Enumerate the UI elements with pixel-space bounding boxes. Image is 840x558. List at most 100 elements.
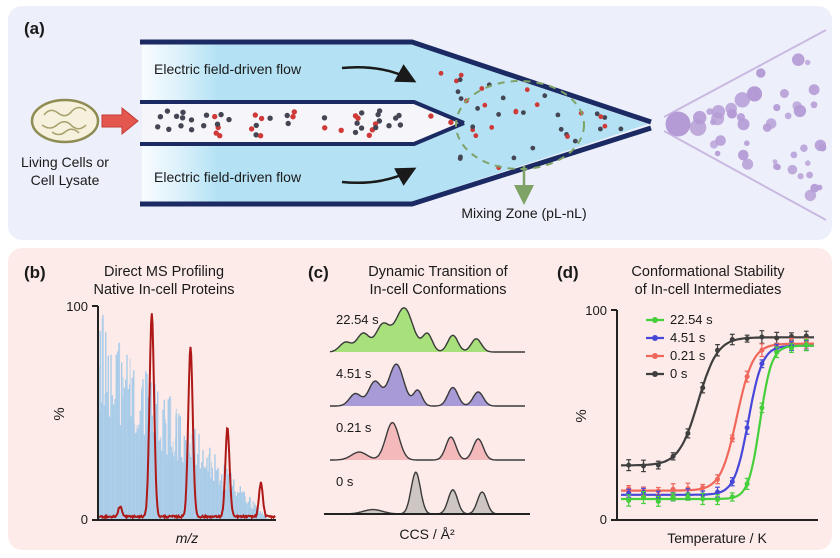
analyte-dot <box>565 134 570 139</box>
analyte-dot <box>376 118 383 124</box>
analyte-dot <box>188 127 195 133</box>
data-point <box>789 334 794 339</box>
data-point <box>700 496 706 502</box>
spray-droplet <box>805 160 811 166</box>
flow-arrow-top-icon <box>341 64 417 83</box>
spray-droplet <box>800 144 808 152</box>
analyte-dot <box>267 115 273 121</box>
analyte-dot <box>188 117 195 123</box>
data-point <box>744 481 750 487</box>
ccs-trace-fill <box>330 472 525 514</box>
analyte-dot <box>448 119 454 126</box>
ms-spectrum-trace <box>98 313 276 521</box>
ccs-trace-fill <box>330 307 525 352</box>
spray-droplet <box>738 149 749 161</box>
analyte-dot <box>511 155 517 161</box>
panel-d-title-line1: Conformational Stability <box>631 264 785 280</box>
panel-b-xlabel: m/z <box>176 530 199 546</box>
analyte-dot <box>358 125 365 131</box>
flow-label-bottom: Electric field-driven flow <box>154 169 302 185</box>
data-point <box>700 385 706 391</box>
mixing-zone-outline <box>455 80 585 170</box>
panel-b-ylabel: % <box>51 407 68 420</box>
analyte-dot <box>284 112 290 119</box>
panel-bcd-canvas: (b) Direct MS Profiling Native In-cell P… <box>24 263 818 546</box>
analyte-dot <box>253 122 259 129</box>
analyte-dot <box>530 145 536 151</box>
analyte-dot <box>534 102 540 108</box>
legend-markers <box>646 317 664 377</box>
analyte-dot <box>572 138 578 144</box>
spray-droplet <box>779 89 789 98</box>
data-point <box>759 405 765 411</box>
spray-droplet <box>787 164 798 175</box>
legend-marker-dot <box>652 371 658 377</box>
analyte-dot <box>373 124 379 131</box>
data-point <box>670 486 676 492</box>
panel-d-ylabel: % <box>573 409 590 422</box>
analyte-dot <box>393 115 399 121</box>
panel-d-label: (d) <box>557 263 579 282</box>
spray-droplet <box>806 171 813 179</box>
panel-c-title-line2: In-cell Conformations <box>370 282 507 298</box>
spray-droplet <box>742 158 754 170</box>
analyte-dot <box>285 120 291 127</box>
sample-channel <box>142 104 460 142</box>
analyte-dot <box>594 111 600 117</box>
analyte-dot <box>496 112 501 117</box>
spray-cone-line-top <box>663 29 827 118</box>
spray-droplet <box>792 53 805 66</box>
analyte-dot <box>253 132 259 138</box>
ccs-trace-outline <box>330 421 525 461</box>
analyte-dot <box>598 126 603 132</box>
analyte-dot <box>178 123 184 129</box>
spray-droplet <box>737 118 750 131</box>
analyte-dot <box>203 112 210 118</box>
cell-icon <box>30 98 100 144</box>
ccs-trace-fill <box>330 422 525 460</box>
analyte-dot <box>166 126 172 132</box>
panel-d-ytick-top-label: 100 <box>585 303 607 318</box>
sample-dots <box>155 108 454 139</box>
data-point <box>670 494 676 500</box>
panel-a: (a) Living Cells or Cell Lysate <box>8 6 832 240</box>
data-point <box>759 347 765 353</box>
analyte-dot <box>470 124 476 130</box>
analyte-dot <box>257 133 264 139</box>
data-point <box>715 476 720 482</box>
analyte-dot <box>438 70 444 76</box>
ccs-trace-outline <box>330 363 525 407</box>
spray-droplet <box>790 151 798 159</box>
analyte-dot <box>500 95 506 101</box>
data-point <box>715 497 720 503</box>
analyte-dot <box>218 111 224 118</box>
data-point <box>774 335 780 341</box>
panel-b-title-line2: Native In-cell Proteins <box>93 282 234 298</box>
ccs-trace-outline <box>330 471 525 515</box>
legend-label-22-54s: 22.54 s <box>670 312 713 327</box>
analyte-dot <box>602 115 608 120</box>
spray-droplet <box>756 68 766 78</box>
analyte-dot <box>322 125 328 131</box>
analyte-dot <box>454 78 459 84</box>
mixing-zone-label: Mixing Zone (pL-nL) <box>461 205 586 221</box>
spray-droplet <box>728 108 736 117</box>
analyte-dot <box>558 126 564 132</box>
analyte-dot <box>513 109 519 115</box>
analyte-dot <box>473 133 479 139</box>
analyte-dot <box>201 123 207 129</box>
cell-texture <box>41 121 87 130</box>
panel-d-ytick-bottom-label: 0 <box>600 512 607 527</box>
ccs-distributions <box>329 307 525 515</box>
cell-body <box>30 98 100 144</box>
analyte-dot <box>455 89 461 95</box>
analyte-dot <box>602 123 608 129</box>
spray-droplet <box>772 159 778 165</box>
spray-droplet <box>784 112 792 120</box>
analyte-dot <box>290 114 296 120</box>
panel-b-ytick-top-label: 100 <box>66 299 88 314</box>
analyte-dot <box>291 109 297 115</box>
panel-d-title-line2: of In-cell Intermediates <box>635 282 782 298</box>
data-point <box>803 333 809 339</box>
